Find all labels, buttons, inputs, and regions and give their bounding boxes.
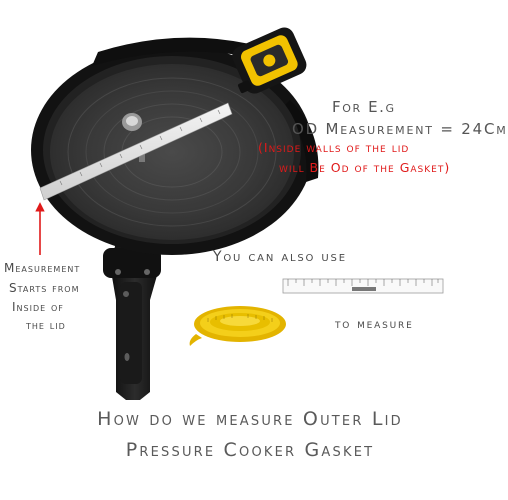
inside-walls-note-line2: will Be Od of the Gasket) (279, 160, 451, 175)
measurement-note-line3: Inside of (12, 300, 64, 314)
soft-measuring-tape-icon (189, 306, 286, 346)
ruler-icon (282, 278, 444, 294)
measurement-note-line2: Starts from (9, 281, 80, 295)
to-measure-text: to measure (335, 317, 414, 332)
inside-walls-note-line1: (Inside walls of the lid (258, 140, 410, 155)
measurement-note-line4: the lid (26, 318, 66, 332)
measurement-note-line1: Measurement (4, 261, 81, 275)
caption-line2: Pressure Cooker Gasket (125, 439, 375, 461)
also-use-text: You can also use (213, 249, 347, 265)
caption-line1: How do we measure Outer Lid (97, 408, 403, 430)
example-title: For E.g (332, 98, 396, 116)
od-measurement-text: OD Measurement = 24Cm (292, 120, 508, 138)
tape-measure-icon (39, 27, 307, 201)
pressure-cooker-lid-icon (31, 37, 319, 400)
